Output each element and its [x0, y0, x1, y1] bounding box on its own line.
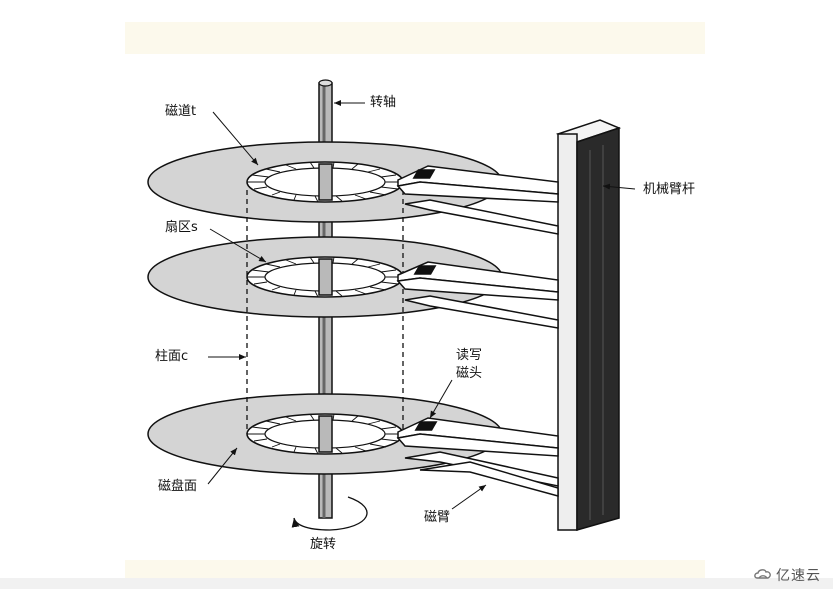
- arm-top: [396, 165, 559, 235]
- top-margin-band: [125, 22, 705, 54]
- label-read-write-head-2: 磁头: [456, 366, 483, 381]
- label-read-write-head-1: 读写: [456, 348, 483, 363]
- label-track: 磁道t: [165, 104, 197, 119]
- callout-lines: [207, 100, 636, 510]
- platter-middle: [147, 236, 503, 318]
- label-rotation: 旋转: [310, 537, 337, 552]
- watermark: 亿速云: [754, 565, 821, 585]
- arm-middle: [396, 261, 559, 329]
- label-sector: 扇区s: [165, 220, 198, 235]
- label-spindle: 转轴: [370, 95, 397, 110]
- watermark-text: 亿速云: [776, 568, 821, 584]
- label-cylinder: 柱面c: [155, 349, 189, 364]
- label-platter-surface: 磁盘面: [158, 479, 198, 494]
- label-arm: 磁臂: [424, 510, 451, 525]
- cloud-logo-icon: [754, 569, 771, 579]
- arm-bottom: [396, 417, 559, 497]
- cylinder-dashed-outline: [246, 190, 404, 434]
- rotation-arrow: [291, 496, 368, 531]
- label-arm-assembly: 机械臂杆: [643, 182, 696, 197]
- arm-pillar: [555, 119, 622, 531]
- bottom-edge-strip: [0, 578, 833, 589]
